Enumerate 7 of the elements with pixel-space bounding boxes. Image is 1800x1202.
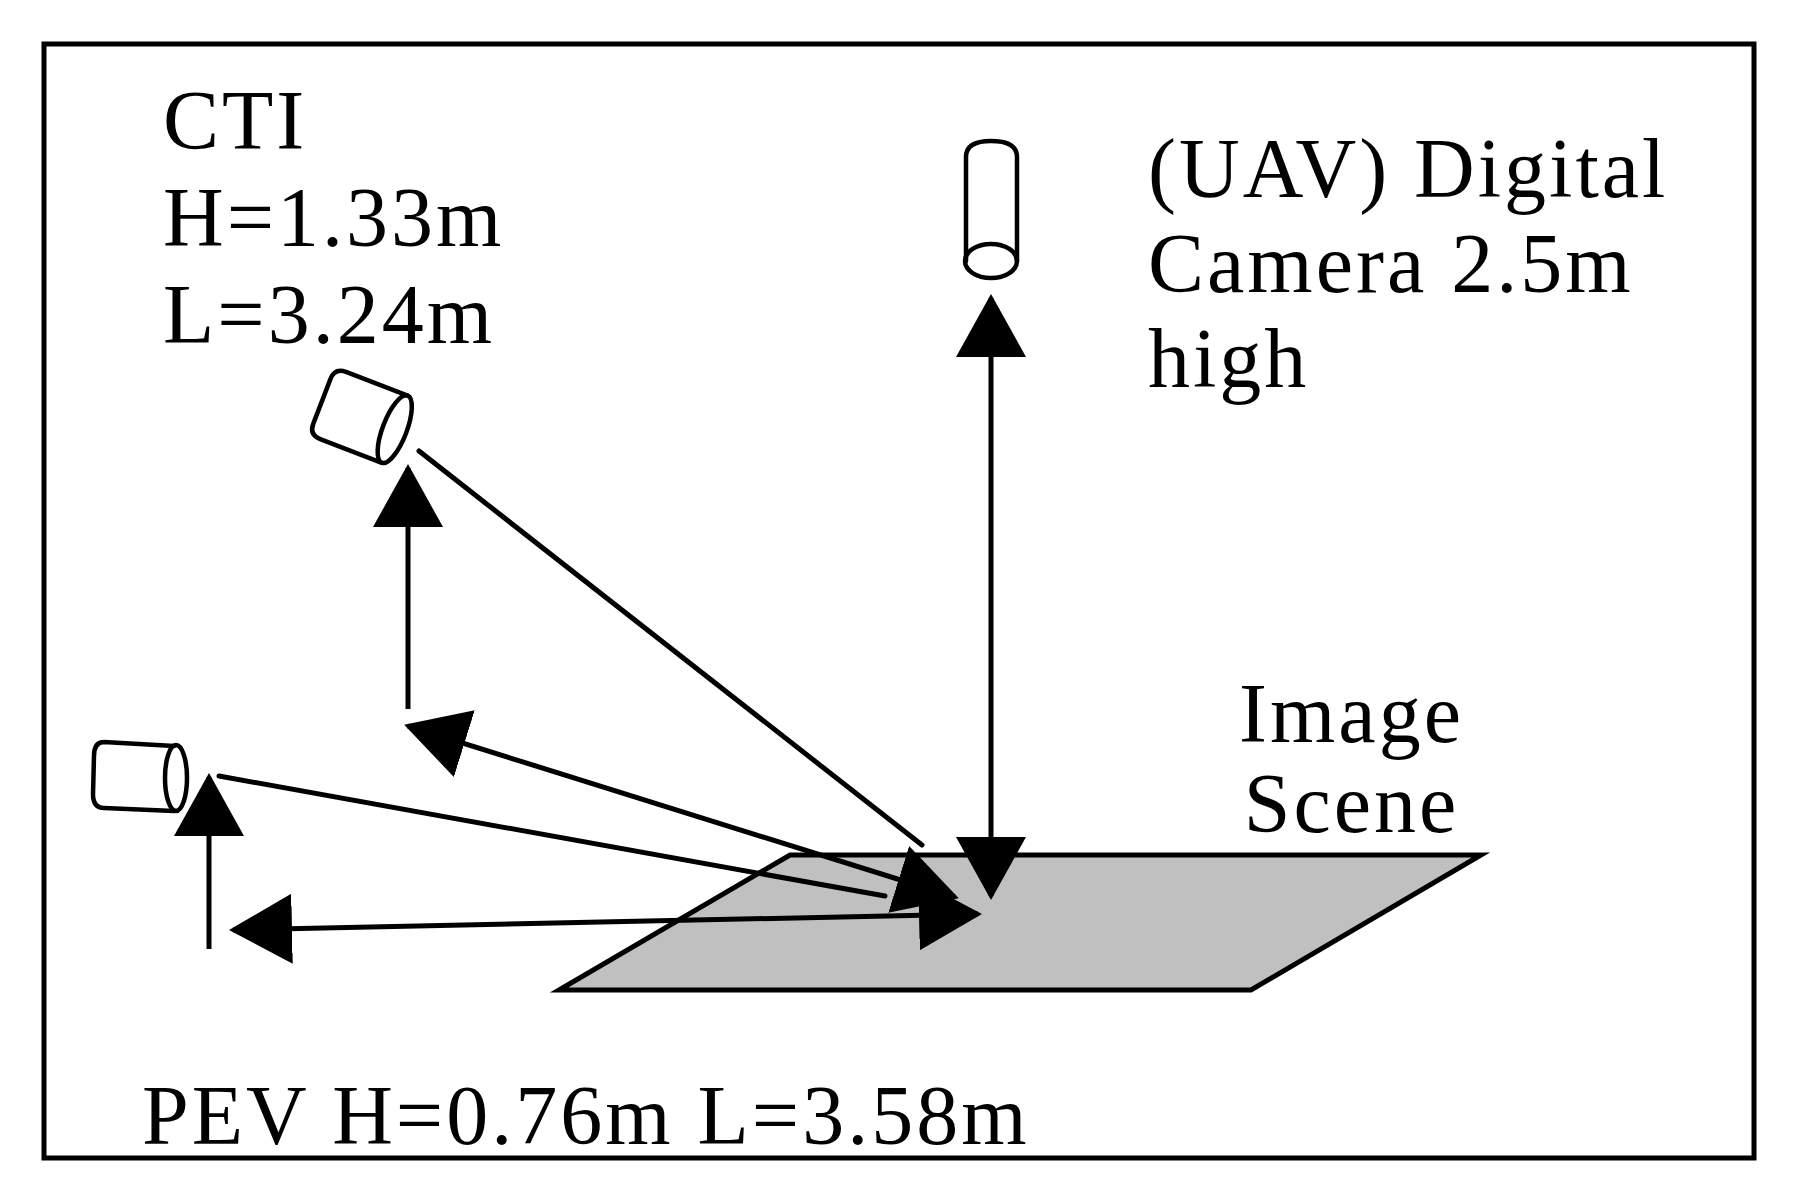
double-headed-arrow (956, 294, 1026, 900)
sight-line (216, 773, 888, 899)
caption-text: PEV H=0.76m L=3.58m (142, 1069, 1030, 1163)
camera-caption: CTI H=1.33m L=3.24m (163, 73, 506, 363)
scene-label: Image Scene (1238, 669, 1465, 849)
sight-line (416, 448, 925, 848)
camera-caption: (UAV) Digital Camera 2.5m high (1148, 121, 1670, 406)
